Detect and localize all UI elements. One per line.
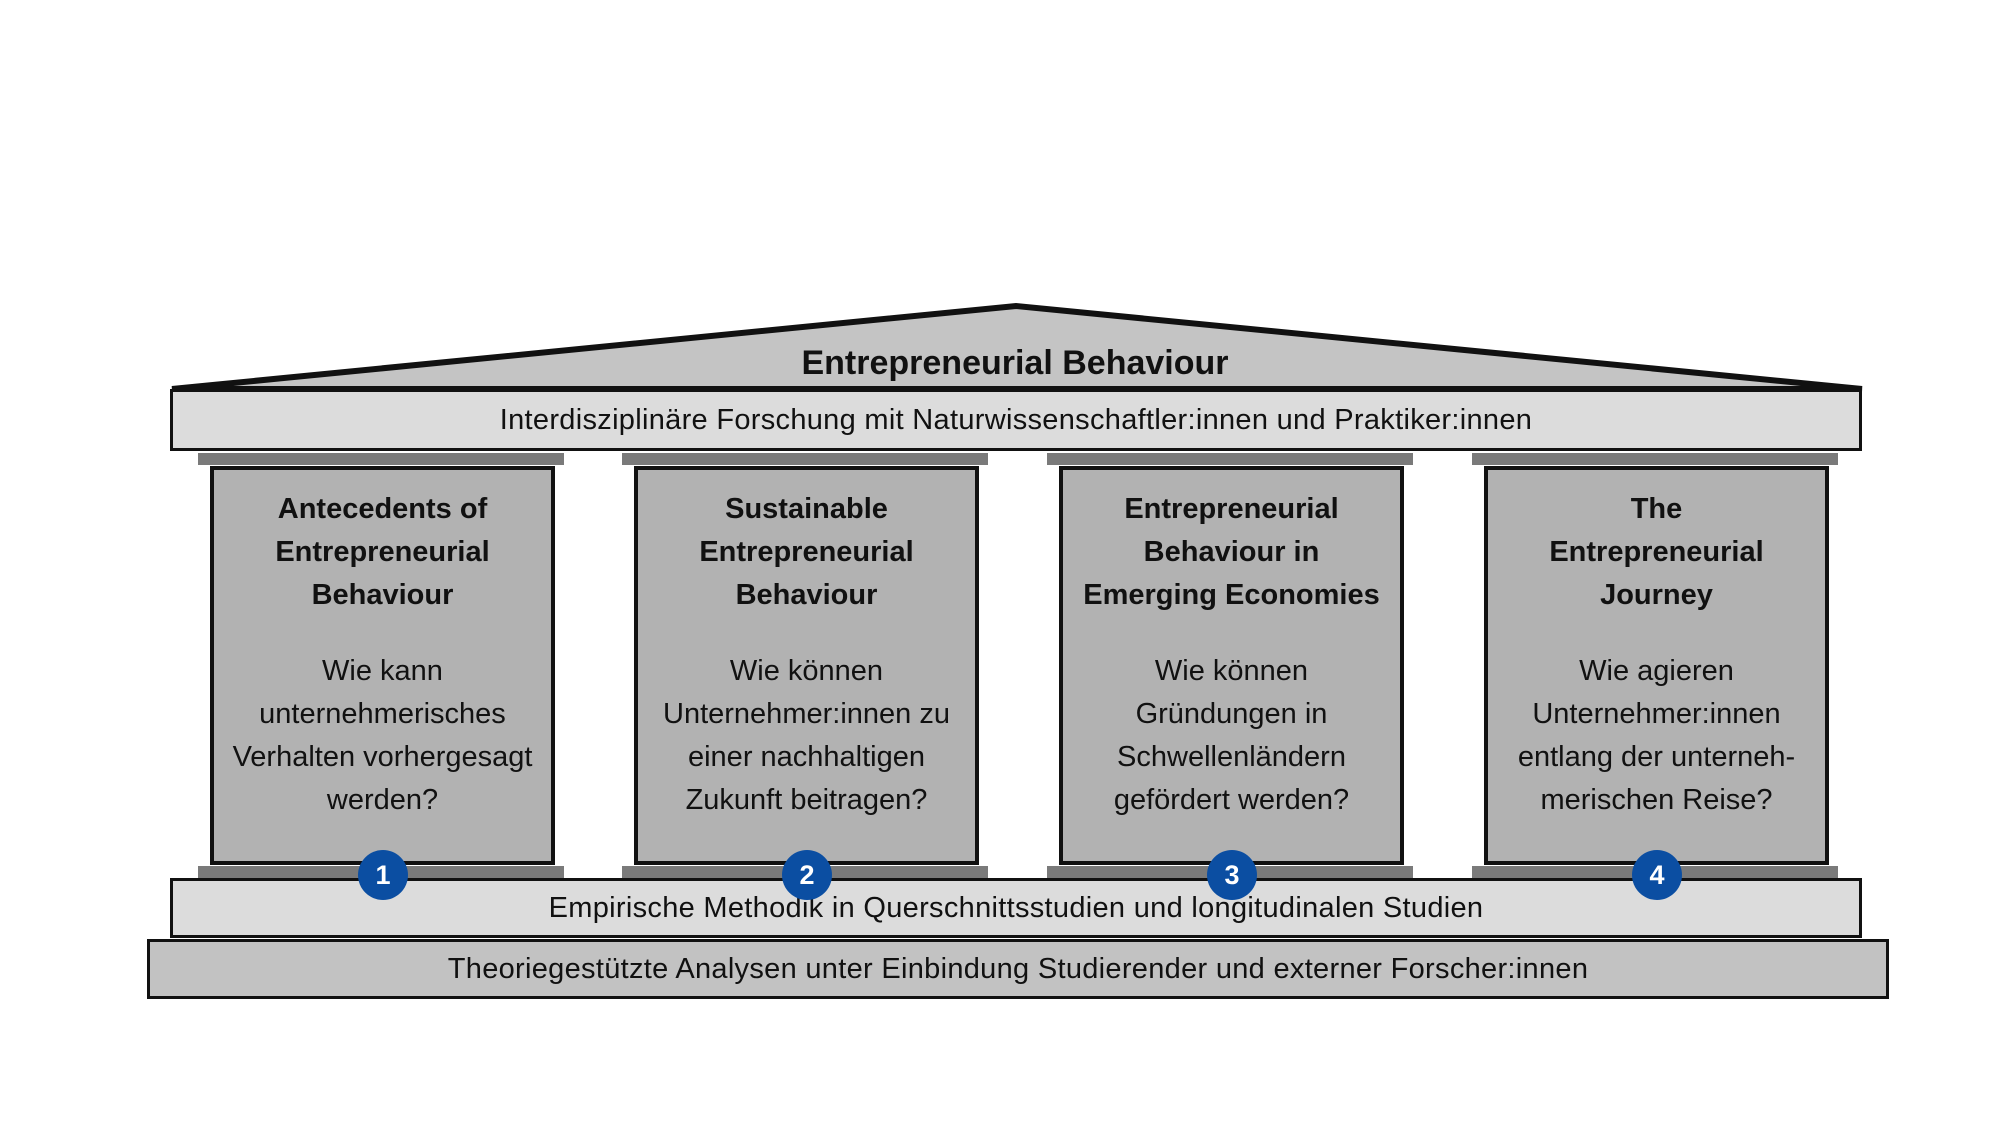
- pillar-2: Sustainable Entrepreneurial Behaviour Wi…: [634, 466, 979, 865]
- pillar-3-capital: [1047, 453, 1413, 465]
- base-band-theory: Theoriegestützte Analysen unter Einbindu…: [147, 939, 1889, 999]
- pillar-2-number-badge: 2: [782, 850, 832, 900]
- pillar-title: Sustainable Entrepreneurial Behaviour: [699, 493, 914, 611]
- pillar-4: The Entrepreneurial Journey Wie agieren …: [1484, 466, 1829, 865]
- pillar-3: Entrepreneurial Behaviour in Emerging Ec…: [1059, 466, 1404, 865]
- pillar-1-capital: [198, 453, 564, 465]
- pillar-1-number-badge: 1: [358, 850, 408, 900]
- pillar-2-capital: [622, 453, 988, 465]
- roof-title: Entrepreneurial Behaviour: [801, 344, 1229, 382]
- pillar-4-number-badge: 4: [1632, 850, 1682, 900]
- pillar-title: Entrepreneurial Behaviour in Emerging Ec…: [1083, 493, 1380, 611]
- middle-band-methods: Empirische Methodik in Querschnittsstudi…: [170, 878, 1862, 938]
- pillar-question: Wie können Unternehmer:innen zu einer na…: [663, 655, 950, 816]
- pillar-question: Wie agieren Unternehmer:innen entlang de…: [1517, 655, 1796, 816]
- pillar-3-number-badge: 3: [1207, 850, 1257, 900]
- pillar-title: Antecedents of Entrepreneurial Behaviour: [275, 493, 490, 611]
- pillar-1: Antecedents of Entrepreneurial Behaviour…: [210, 466, 555, 865]
- pillar-4-capital: [1472, 453, 1838, 465]
- pillar-question: Wie können Gründungen in Schwellenländer…: [1113, 655, 1350, 816]
- top-band-research: Interdisziplinäre Forschung mit Naturwis…: [170, 389, 1862, 451]
- pillar-title: The Entrepreneurial Journey: [1549, 493, 1764, 611]
- pillar-question: Wie kann unternehmerisches Verhalten vor…: [232, 655, 533, 816]
